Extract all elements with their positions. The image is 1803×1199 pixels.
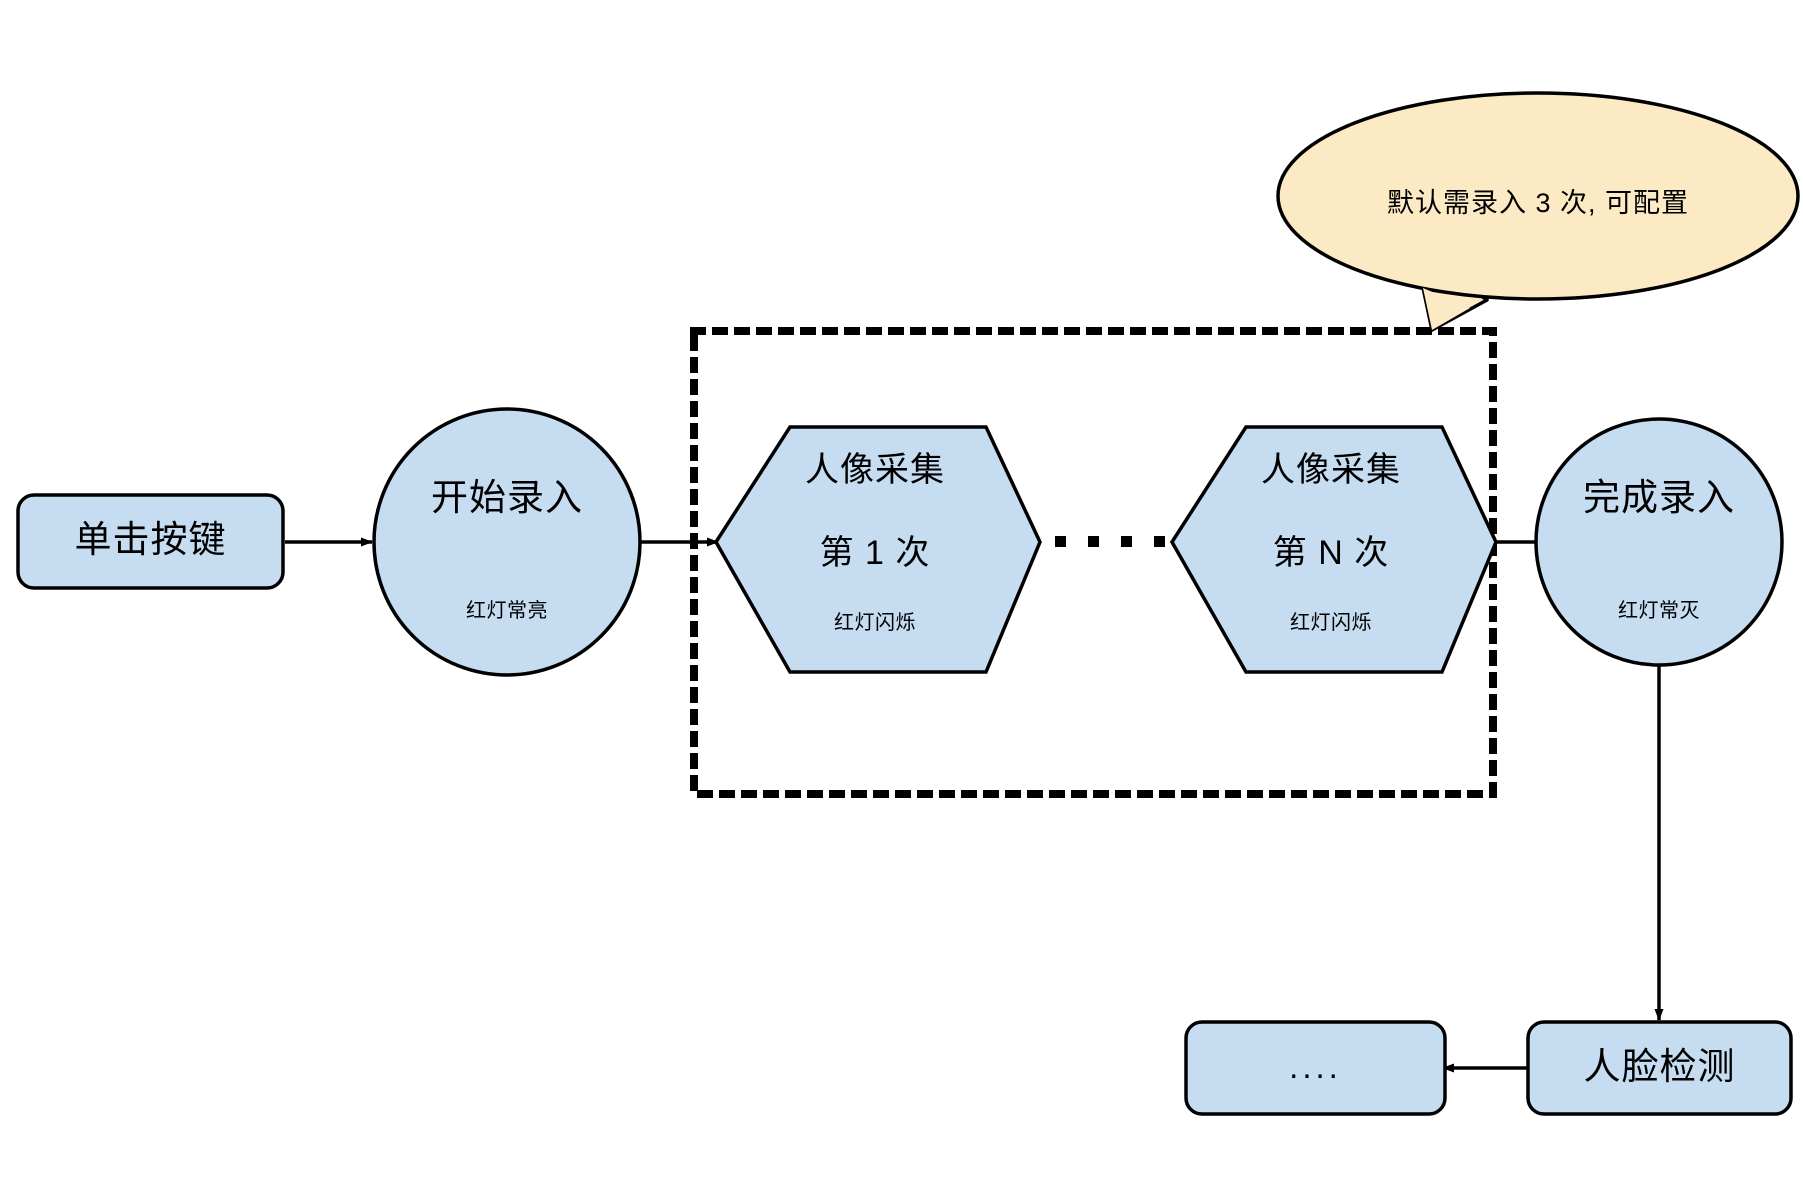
callout-tail-overlap-mask	[1423, 288, 1470, 330]
repeat-group-border	[690, 327, 1497, 798]
ellipsis-dots-between-captures	[1055, 536, 1165, 547]
node-start-enroll-shape[interactable]	[372, 407, 642, 677]
callout-bubble-shape	[1276, 91, 1800, 301]
node-face-detect-shape[interactable]	[1526, 1020, 1793, 1116]
node-capture-nth-shape[interactable]	[1169, 425, 1498, 674]
node-finish-enroll-shape[interactable]	[1534, 417, 1784, 667]
node-click-key-shape[interactable]	[16, 493, 285, 590]
node-capture-first-shape[interactable]	[713, 425, 1042, 674]
node-more-steps-shape[interactable]	[1184, 1020, 1447, 1116]
